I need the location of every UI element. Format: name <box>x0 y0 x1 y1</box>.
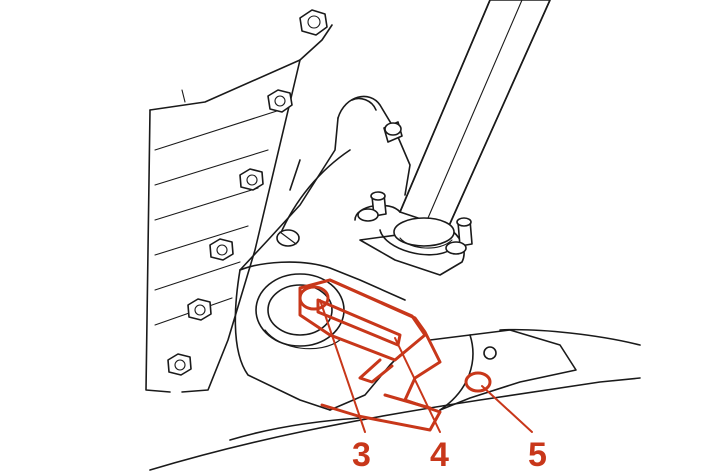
leader-lines <box>319 299 533 433</box>
highlighted-bracket <box>298 278 492 432</box>
bolt-head <box>187 298 212 321</box>
highlight-bracket-outline <box>320 278 442 432</box>
callout-label-5: 5 <box>528 436 547 473</box>
leader-3 <box>319 299 366 433</box>
engine-housing <box>145 24 333 393</box>
leader-4 <box>394 337 441 433</box>
strut-mount-plate <box>276 191 473 276</box>
mount-stud <box>445 217 473 255</box>
knuckle-bracket <box>239 95 411 271</box>
bolt-head <box>299 9 328 36</box>
housing-bolts <box>167 9 328 376</box>
mount-stud <box>357 191 387 222</box>
highlight-link-plate <box>298 278 427 362</box>
bolt-head <box>209 238 234 261</box>
highlight-bolt-5 <box>464 371 492 393</box>
callout-label-4: 4 <box>430 436 449 473</box>
bracket-bolt <box>276 229 300 247</box>
highlight-bolt-3 <box>298 285 330 311</box>
strut-tube <box>399 0 551 229</box>
bolt-head <box>167 353 192 376</box>
bolt-head <box>267 89 293 113</box>
callout-label-3: 3 <box>352 436 371 473</box>
leader-5 <box>481 385 533 433</box>
bolt-head <box>239 168 264 191</box>
